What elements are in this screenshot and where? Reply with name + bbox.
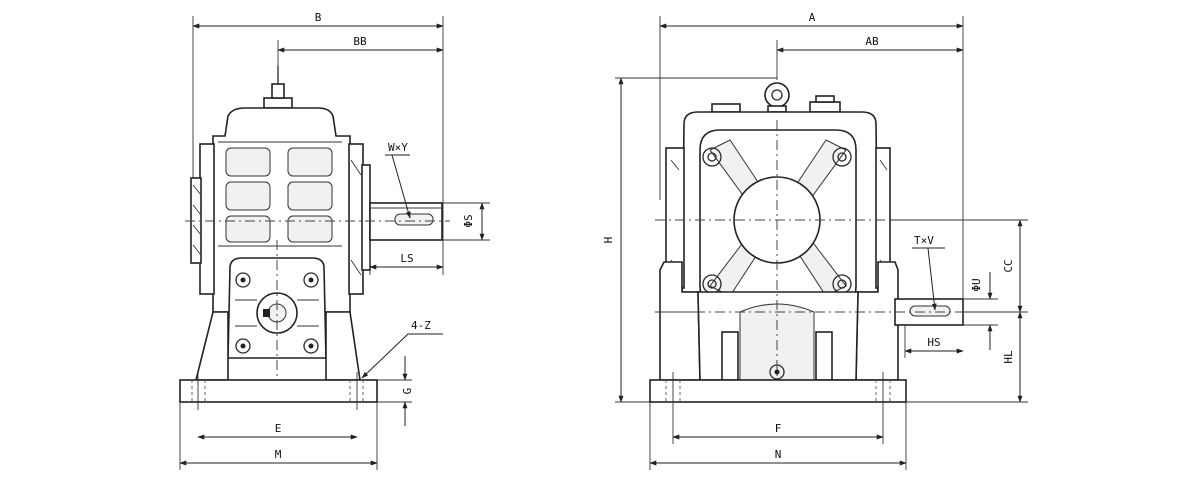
dim-label-F: F [775,422,782,435]
dim-label-4-Z: 4-Z [411,319,431,332]
dim-label-PhiS: ΦS [462,214,475,227]
dim-label-A: A [809,11,816,24]
dim-label-WxY: W×Y [388,141,408,154]
side-base [179,311,378,410]
front-housing [665,111,891,307]
dim-label-M: M [275,448,282,461]
dim-label-N: N [775,448,782,461]
dim-label-HL: HL [1002,350,1015,364]
lifting-eye [764,82,790,113]
side-view: B BB W×Y ΦS LS 4-Z G E M [179,11,490,470]
front-base [649,372,907,444]
dim-label-PhiU: ΦU [970,278,983,291]
dim-label-AB: AB [865,35,879,48]
dim-label-CC: CC [1002,259,1015,272]
dim-label-B: B [315,11,322,24]
breather-plug [263,66,293,109]
dim-label-LS: LS [400,252,413,265]
dim-label-BB: BB [353,35,367,48]
front-view: A AB H T×V ΦU CC HS HL F [602,11,1028,470]
dim-label-G: G [401,388,414,395]
dim-label-E: E [275,422,282,435]
dim-label-TxV: T×V [914,234,934,247]
dim-label-HS: HS [927,336,940,349]
dim-label-H: H [602,237,615,244]
oil-plug [809,95,841,113]
